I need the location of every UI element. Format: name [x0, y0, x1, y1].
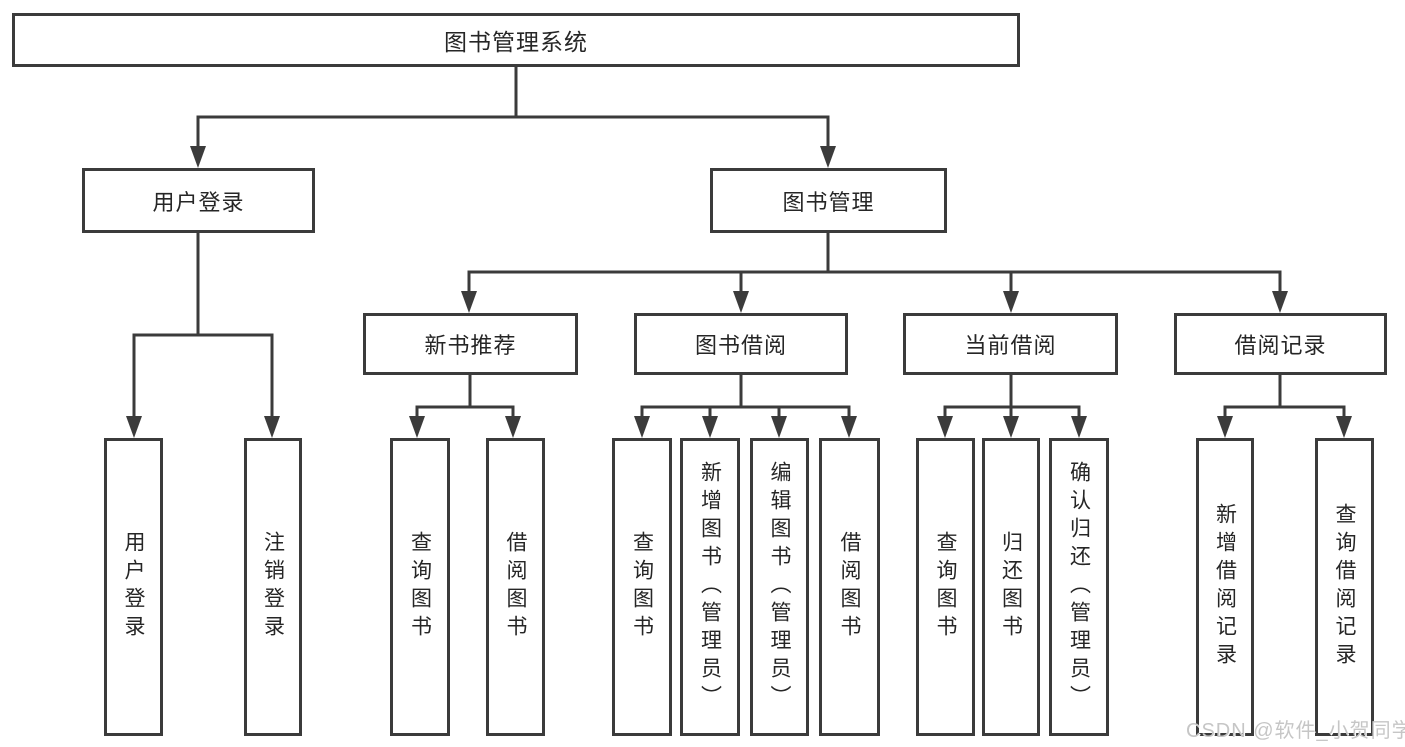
leaf-logout: 注销登录	[244, 438, 302, 736]
node-label: 借阅图书	[838, 531, 861, 643]
node-label: 新增图书（管理员）	[698, 461, 722, 713]
leaf-query-books-recommend: 查询图书	[390, 438, 450, 736]
node-label: 新书推荐	[424, 333, 517, 358]
node-book-management: 图书管理	[710, 168, 947, 233]
node-label: 编辑图书（管理员）	[768, 461, 791, 713]
node-label: 图书借阅	[694, 333, 787, 358]
leaf-edit-book-admin: 编辑图书（管理员）	[750, 438, 809, 736]
node-current-borrowing: 当前借阅	[903, 313, 1118, 375]
node-label: 注销登录	[261, 531, 285, 643]
leaf-query-books-current: 查询图书	[916, 438, 975, 736]
connector-root-to-level2	[190, 67, 836, 168]
leaf-add-borrow-record: 新增借阅记录	[1196, 438, 1254, 736]
node-library-management-system: 图书管理系统	[12, 13, 1020, 67]
node-label: 新增借阅记录	[1213, 503, 1237, 671]
leaf-add-book-admin: 新增图书（管理员）	[680, 438, 740, 736]
leaf-query-books-borrow: 查询图书	[612, 438, 672, 736]
node-label: 借阅图书	[504, 531, 527, 643]
node-label: 用户登录	[122, 531, 145, 643]
node-label: 用户登录	[152, 189, 245, 215]
connector-book-management-children	[461, 233, 1288, 313]
connector-current-children	[937, 375, 1087, 438]
node-book-borrowing: 图书借阅	[634, 313, 848, 375]
leaf-user-login: 用户登录	[104, 438, 163, 736]
node-borrowing-records: 借阅记录	[1174, 313, 1387, 375]
node-label: 借阅记录	[1234, 333, 1327, 358]
node-label: 归还图书	[999, 531, 1023, 643]
node-label: 图书管理系统	[444, 29, 588, 55]
leaf-confirm-return-admin: 确认归还（管理员）	[1049, 438, 1109, 736]
leaf-query-borrow-record: 查询借阅记录	[1315, 438, 1374, 736]
node-label: 查询图书	[934, 531, 957, 643]
connector-borrowing-children	[634, 375, 857, 438]
connector-recommendation-children	[409, 375, 521, 438]
node-label: 查询图书	[630, 531, 654, 643]
node-label: 确认归还（管理员）	[1067, 461, 1091, 713]
watermark-text: CSDN @软件_小贺同学	[1186, 720, 1405, 742]
node-label: 查询借阅记录	[1333, 503, 1356, 671]
node-new-book-recommendation: 新书推荐	[363, 313, 578, 375]
node-label: 查询图书	[408, 531, 432, 643]
leaf-borrow-books: 借阅图书	[819, 438, 880, 736]
node-label: 图书管理	[782, 189, 875, 215]
leaf-return-book: 归还图书	[982, 438, 1040, 736]
node-user-login: 用户登录	[82, 168, 315, 233]
leaf-borrow-books-recommend: 借阅图书	[486, 438, 545, 736]
connector-records-children	[1217, 375, 1352, 438]
node-label: 当前借阅	[964, 333, 1057, 358]
connector-user-login-children	[126, 233, 280, 438]
